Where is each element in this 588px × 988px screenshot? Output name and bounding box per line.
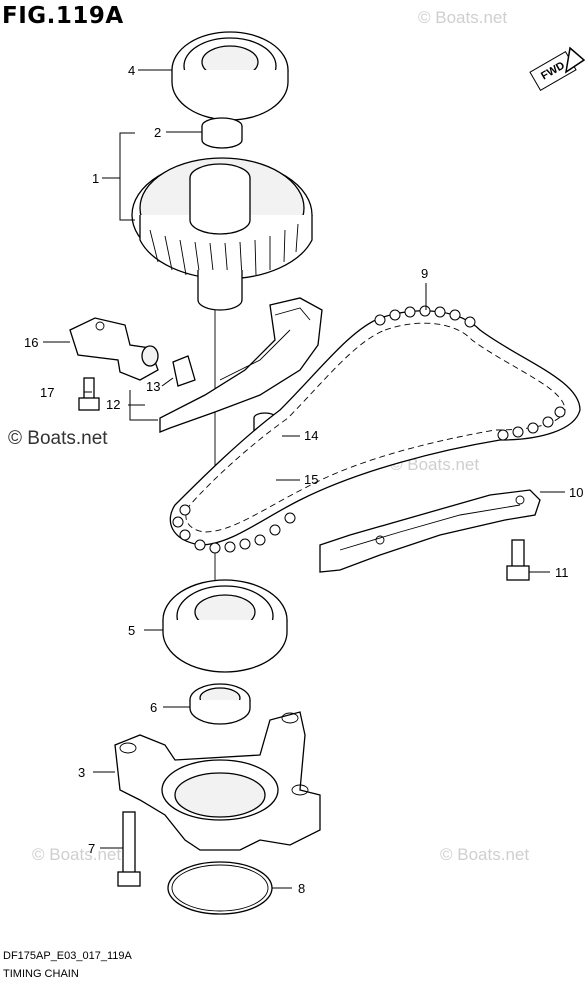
callout-5: 5: [128, 623, 135, 638]
callout-numbers: 4 2 1 16 17 13 12 14 15 9 10 11 5 6 3 7 …: [24, 63, 583, 896]
callout-16: 16: [24, 335, 38, 350]
figure-code: DF175AP_E03_017_119A: [3, 950, 132, 962]
part-10-chain-guide: [319, 489, 541, 573]
watermark: © Boats.net: [418, 8, 508, 27]
callout-1: 1: [92, 171, 99, 186]
callout-10: 10: [569, 485, 583, 500]
part-4-bearing: [171, 31, 289, 121]
part-1-gear: [131, 157, 313, 311]
callout-12: 12: [106, 397, 120, 412]
part-16-tensioner: [69, 317, 159, 381]
callout-8: 8: [298, 881, 305, 896]
callout-11: 11: [555, 565, 569, 580]
figure-title: FIG.119A: [2, 3, 124, 29]
part-2-bushing: [201, 117, 243, 149]
part-3-housing: [114, 711, 321, 851]
watermark: © Boats.net: [8, 428, 108, 449]
callout-15: 15: [304, 472, 318, 487]
fwd-arrow-head: [564, 46, 586, 74]
callout-14: 14: [304, 428, 318, 443]
part-6-seal: [189, 683, 251, 725]
part-8-o-ring: [167, 861, 273, 915]
part-12-chain-guide: [159, 297, 323, 433]
figure-name: TIMING CHAIN: [3, 968, 79, 980]
callout-17: 17: [40, 385, 54, 400]
callout-leaders: [43, 69, 565, 889]
callout-4: 4: [128, 63, 135, 78]
callout-3: 3: [78, 765, 85, 780]
watermark: © Boats.net: [440, 845, 530, 864]
callout-13: 13: [146, 379, 160, 394]
part-13-clip: [172, 355, 196, 387]
part-7-bolt: [117, 811, 141, 887]
part-9-chain: [169, 305, 581, 554]
callout-2: 2: [154, 125, 161, 140]
callout-6: 6: [150, 700, 157, 715]
callout-7: 7: [88, 841, 95, 856]
part-11-bolt: [506, 539, 530, 581]
part-17-bolt: [78, 377, 100, 411]
part-5-bearing: [162, 579, 288, 673]
watermark: © Boats.net: [32, 845, 122, 864]
callout-9: 9: [421, 266, 428, 281]
